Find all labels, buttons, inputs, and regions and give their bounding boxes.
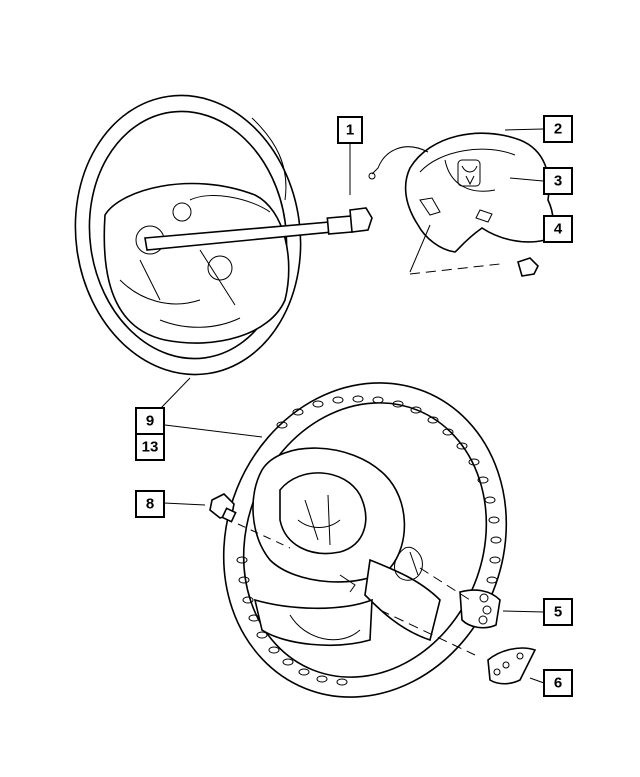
callout-9-label: 9: [146, 413, 154, 430]
callout-5-label: 5: [554, 604, 562, 621]
callout-6: 6: [543, 669, 573, 697]
callout-1-label: 1: [346, 122, 354, 139]
callout-3: 3: [543, 167, 573, 195]
callout-2-label: 2: [554, 121, 562, 138]
callout-9: 9: [135, 407, 165, 435]
callout-6-label: 6: [554, 675, 562, 692]
airbag-module: [368, 132, 554, 253]
callout-3-label: 3: [554, 173, 562, 190]
steering-wheel-bolt: [326, 207, 373, 235]
callout-2: 2: [543, 115, 573, 143]
callout-4: 4: [543, 215, 573, 243]
callout-5: 5: [543, 598, 573, 626]
upper-steering-wheel: [74, 94, 333, 376]
lower-steering-wheel: [222, 382, 537, 698]
callout-8: 8: [135, 490, 165, 518]
callout-4-label: 4: [554, 221, 563, 238]
callout-8-label: 8: [146, 496, 154, 513]
leader-lines: [160, 128, 545, 684]
callout-13: 13: [135, 433, 165, 461]
callout-1: 1: [337, 116, 363, 144]
wheel-bolt-8: [209, 493, 291, 549]
airbag-screw: [409, 224, 539, 277]
callout-13-label: 13: [142, 439, 159, 456]
